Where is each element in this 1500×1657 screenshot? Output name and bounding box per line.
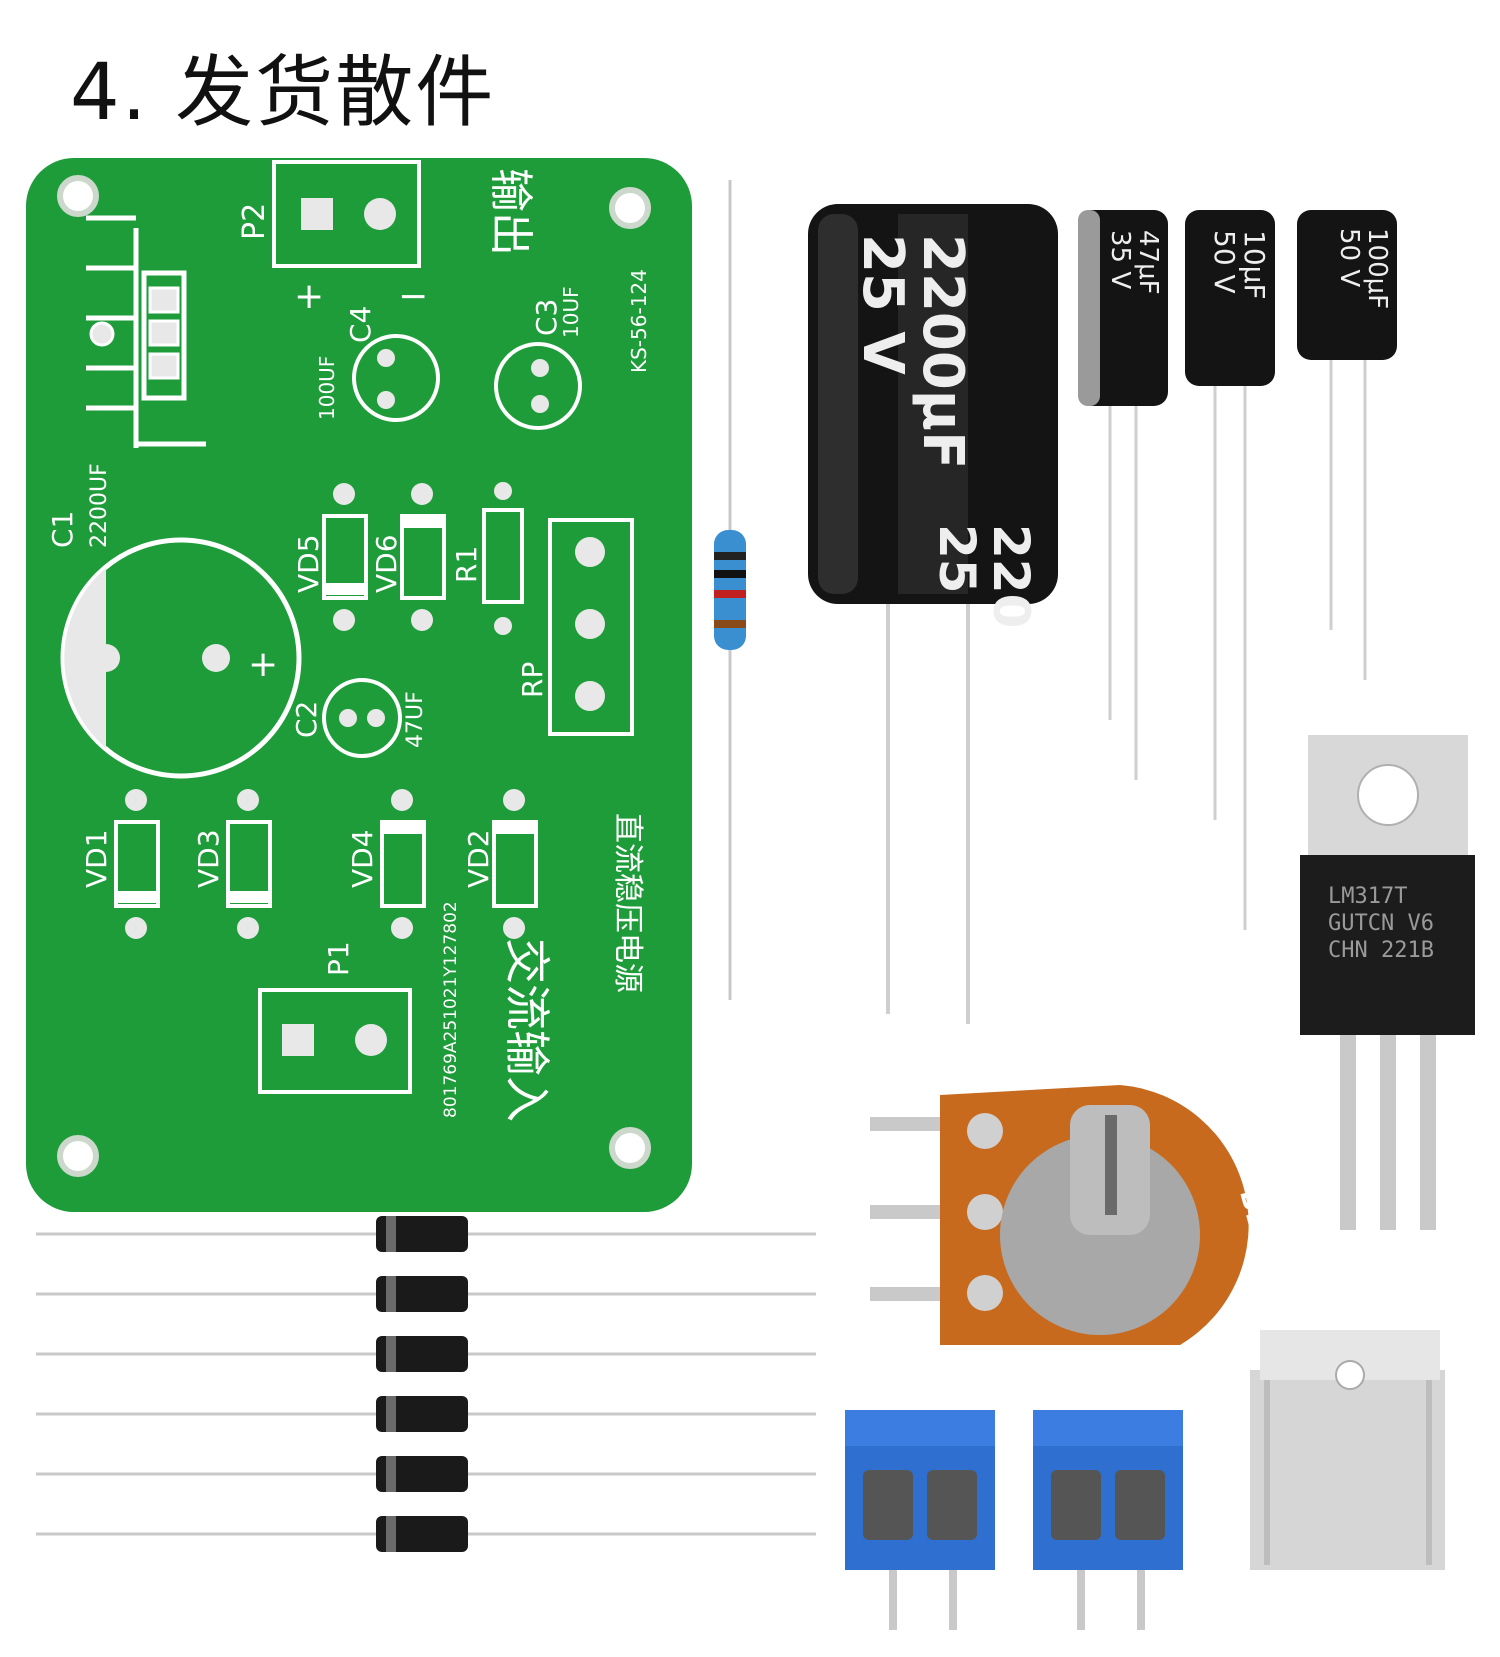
diode-2 bbox=[36, 1276, 816, 1312]
p2-outline bbox=[272, 160, 421, 268]
output-label: 输出 bbox=[485, 168, 536, 256]
heatsink-silkscreen bbox=[86, 215, 206, 448]
r1-footprint bbox=[482, 482, 524, 635]
regulator-line1: LM317T bbox=[1328, 884, 1408, 909]
terminal-block-1 bbox=[845, 1410, 995, 1630]
regulator-line2: GUTCN V6 bbox=[1328, 911, 1434, 936]
vd6-footprint bbox=[400, 483, 446, 631]
pcb-board: P2 输出 + − C4 100UF C3 10UF KS-56-124 + C… bbox=[26, 158, 692, 1212]
c4-value: 100UF bbox=[315, 356, 339, 420]
capacitor-10uf: 10μF 50 V bbox=[1185, 210, 1275, 930]
resistor bbox=[714, 180, 746, 1000]
heatsink bbox=[1250, 1330, 1445, 1570]
diode-5 bbox=[36, 1456, 816, 1492]
c1-plus: + bbox=[248, 644, 278, 685]
regulator-lm317t: LM317T GUTCN V6 CHN 221B bbox=[1300, 735, 1475, 1230]
cap-47-value: 47μF bbox=[1133, 230, 1163, 295]
p1-label: P1 bbox=[322, 941, 355, 976]
cap-2200-partial: 220 bbox=[982, 524, 1040, 629]
r1-label: R1 bbox=[450, 546, 483, 583]
model-label: KS-56-124 bbox=[627, 269, 651, 373]
cap-2200-value: 2200μF bbox=[910, 234, 975, 470]
diodes bbox=[36, 1216, 816, 1552]
vd3-label: VD3 bbox=[192, 829, 225, 888]
serial-number: 801769A251021Y127802 bbox=[441, 901, 461, 1118]
c1-label: C1 bbox=[46, 511, 79, 548]
cap-100-value: 100μF bbox=[1362, 228, 1392, 310]
vd5-footprint bbox=[322, 483, 368, 631]
c1-value: 2200UF bbox=[87, 463, 112, 548]
p1-outline bbox=[258, 988, 412, 1094]
c2-label: C2 bbox=[290, 701, 323, 738]
rp-label: RP bbox=[516, 662, 549, 698]
c2-value: 47UF bbox=[403, 691, 428, 748]
c4-outline bbox=[352, 334, 440, 422]
heatsink-pads bbox=[89, 286, 180, 380]
cap-100-voltage: 50 V bbox=[1334, 228, 1364, 288]
capacitor-2200uf: 2200μF 25 V 220 25 bbox=[808, 194, 1058, 1024]
diode-6 bbox=[36, 1516, 816, 1552]
regulator-line3: CHN 221B bbox=[1328, 938, 1434, 963]
ac-input-label: 交流输入 bbox=[500, 938, 554, 1122]
rp-outline bbox=[548, 518, 634, 736]
vd1-footprint bbox=[114, 789, 160, 939]
p2-minus: − bbox=[398, 276, 428, 317]
terminal-block-2 bbox=[1033, 1410, 1183, 1630]
vd2-footprint bbox=[492, 789, 538, 939]
vd1-label: VD1 bbox=[80, 829, 113, 888]
c3-outline bbox=[494, 342, 582, 430]
vd2-label: VD2 bbox=[462, 829, 495, 888]
vd6-label: VD6 bbox=[370, 534, 403, 593]
vd5-label: VD5 bbox=[292, 534, 325, 593]
c1-outline bbox=[60, 537, 302, 779]
capacitor-100uf: 100μF 50 V bbox=[1297, 210, 1397, 680]
page-title: 4. 发货散件 bbox=[70, 48, 496, 138]
capacitor-47uf: 47μF 35 V bbox=[1078, 210, 1168, 780]
p2-label: P2 bbox=[237, 203, 272, 240]
cap-10-value: 10μF bbox=[1238, 230, 1271, 300]
c3-value: 10UF bbox=[559, 286, 583, 338]
potentiometer-b10k: B10K bbox=[870, 1065, 1286, 1365]
c2-outline bbox=[322, 678, 402, 758]
cap-2200-voltage: 25 V bbox=[850, 234, 915, 375]
vd4-footprint bbox=[380, 789, 426, 939]
cap-2200-partial-v: 25 bbox=[928, 524, 986, 594]
p2-plus: + bbox=[294, 276, 324, 317]
mounting-holes bbox=[57, 175, 651, 1177]
dc-power-label: 直流稳压电源 bbox=[610, 813, 645, 993]
vd4-label: VD4 bbox=[346, 829, 379, 888]
c3-label: C3 bbox=[530, 299, 563, 336]
diode-1 bbox=[36, 1216, 816, 1252]
diode-3 bbox=[36, 1336, 816, 1372]
c4-label: C4 bbox=[344, 306, 377, 343]
cap-47-voltage: 35 V bbox=[1105, 230, 1135, 290]
diode-4 bbox=[36, 1396, 816, 1432]
vd3-footprint bbox=[226, 789, 272, 939]
cap-10-voltage: 50 V bbox=[1208, 230, 1241, 294]
